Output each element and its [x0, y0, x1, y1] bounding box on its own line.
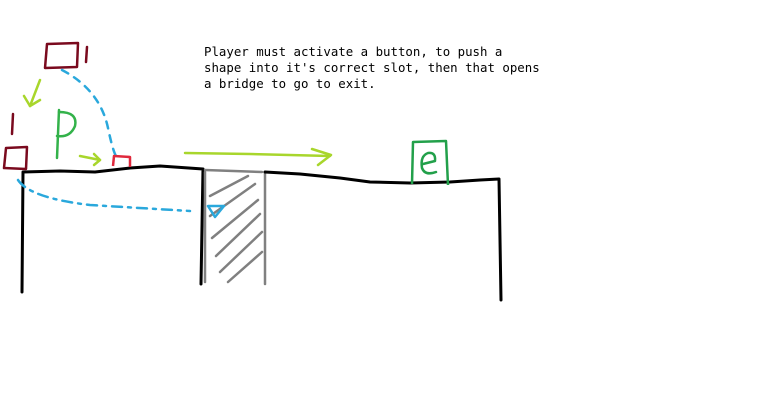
- hint-arrow-bridge: [183, 147, 333, 167]
- instruction-note: Player must activate a button, to push a…: [204, 44, 540, 91]
- falling-block-top: [43, 41, 89, 70]
- player-glyph: [55, 108, 77, 160]
- falling-block-bottom: [2, 112, 29, 171]
- left-platform: [20, 164, 205, 294]
- right-platform: [263, 170, 503, 302]
- hint-arrow-to-button: [78, 152, 102, 167]
- bridge-gap: [203, 168, 267, 286]
- hint-arrow-fall: [22, 78, 42, 108]
- exit-door: [410, 139, 450, 186]
- push-trajectory: [16, 178, 192, 213]
- jump-arc: [60, 68, 122, 160]
- shape-slot-icon: [206, 204, 226, 219]
- activation-button: [111, 154, 132, 167]
